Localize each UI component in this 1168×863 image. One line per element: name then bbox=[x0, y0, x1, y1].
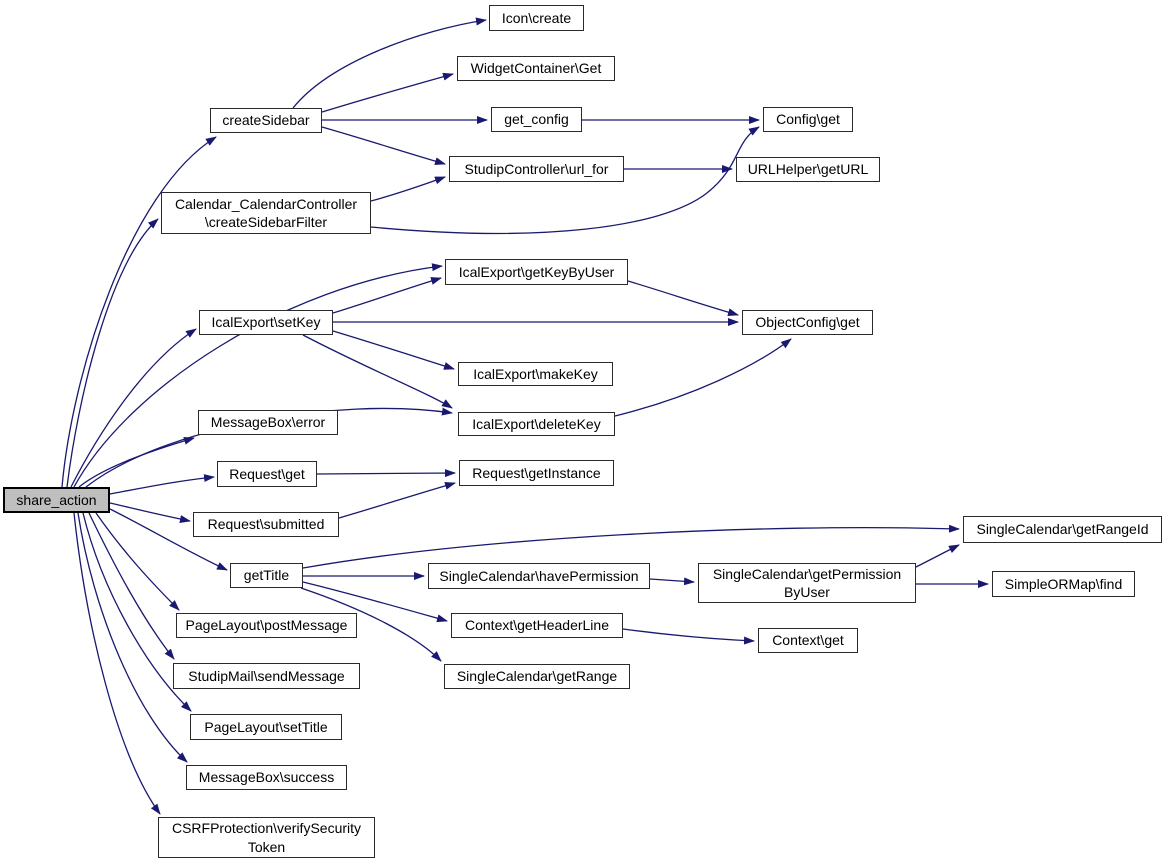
node-label: Request\get bbox=[229, 465, 305, 482]
edge-ical-set-key-to-ical-delete-key bbox=[302, 334, 453, 409]
edge-get-permission-by-user-to-get-range-id bbox=[915, 544, 960, 568]
edge-share-action-to-page-layout-post-message bbox=[95, 512, 180, 611]
node-label: StudipMail\sendMessage bbox=[188, 667, 345, 684]
edge-get-title-to-get-range bbox=[300, 587, 442, 662]
node-label: SingleCalendar\getRangeId bbox=[976, 521, 1149, 538]
edge-share-action-to-messagebox-error bbox=[78, 436, 195, 488]
node-config-get[interactable]: Config\get bbox=[763, 107, 853, 132]
node-share-action[interactable]: share_action bbox=[3, 487, 110, 513]
node-studip-mail-send-message[interactable]: StudipMail\sendMessage bbox=[173, 663, 360, 689]
node-label: SingleCalendar\havePermission bbox=[439, 567, 639, 584]
node-context-get-header-line[interactable]: Context\getHeaderLine bbox=[451, 613, 623, 638]
edge-context-get-header-line-to-context-get bbox=[622, 628, 755, 645]
edge-share-action-to-ical-get-key-by-user bbox=[73, 263, 443, 488]
node-request-get-instance[interactable]: Request\getInstance bbox=[459, 460, 614, 486]
node-label: createSidebar bbox=[222, 112, 310, 129]
node-label: CSRFProtection\verifySecurity Token bbox=[171, 820, 362, 855]
edge-request-get-to-request-get-instance bbox=[316, 469, 456, 478]
node-label: IcalExport\setKey bbox=[211, 314, 321, 331]
node-ical-delete-key[interactable]: IcalExport\deleteKey bbox=[458, 412, 615, 436]
node-label: MessageBox\error bbox=[210, 414, 326, 431]
edge-share-action-to-messagebox-success bbox=[77, 512, 188, 763]
node-widget-container-get[interactable]: WidgetContainer\Get bbox=[457, 56, 615, 81]
edge-share-action-to-request-submitted bbox=[109, 502, 191, 523]
node-create-sidebar-filter[interactable]: Calendar_CalendarController \createSideb… bbox=[161, 192, 371, 234]
node-messagebox-error[interactable]: MessageBox\error bbox=[198, 410, 338, 435]
edge-have-permission-to-get-permission-by-user bbox=[649, 577, 695, 586]
node-label: Icon\create bbox=[501, 9, 572, 26]
edge-share-action-to-create-sidebar bbox=[61, 136, 217, 488]
node-label: share_action bbox=[16, 491, 97, 508]
node-simple-ormap-find[interactable]: SimpleORMap\find bbox=[992, 571, 1135, 597]
edge-get-title-to-context-get-header-line bbox=[302, 581, 448, 623]
node-label: PageLayout\postMessage bbox=[185, 617, 348, 634]
edge-share-action-to-studip-mail-send-message bbox=[88, 512, 175, 660]
node-get-range-id[interactable]: SingleCalendar\getRangeId bbox=[963, 516, 1162, 543]
edge-share-action-to-ical-set-key bbox=[70, 328, 197, 488]
edge-ical-set-key-to-ical-get-key-by-user bbox=[332, 277, 442, 314]
edge-get-title-to-get-range-id bbox=[302, 524, 960, 569]
node-label: Config\get bbox=[776, 111, 840, 128]
edge-request-submitted-to-request-get-instance bbox=[338, 481, 456, 519]
node-label: IcalExport\getKeyByUser bbox=[458, 263, 615, 280]
edge-create-sidebar-to-icon-create bbox=[292, 17, 487, 109]
edge-share-action-to-request-get bbox=[109, 474, 215, 495]
edge-ical-set-key-to-ical-make-key bbox=[332, 330, 455, 370]
edge-ical-delete-key-to-object-config-get bbox=[614, 338, 792, 417]
node-request-submitted[interactable]: Request\submitted bbox=[193, 512, 339, 537]
edge-create-sidebar-filter-to-config-get bbox=[370, 126, 760, 235]
node-context-get[interactable]: Context\get bbox=[758, 628, 858, 653]
node-studip-controller-url-for[interactable]: StudipController\url_for bbox=[449, 156, 624, 182]
edge-ical-get-key-by-user-to-object-config-get bbox=[627, 280, 739, 317]
node-label: getTitle bbox=[243, 567, 290, 584]
node-ical-make-key[interactable]: IcalExport\makeKey bbox=[458, 362, 613, 386]
node-page-layout-set-title[interactable]: PageLayout\setTitle bbox=[190, 714, 342, 740]
node-request-get[interactable]: Request\get bbox=[217, 461, 317, 487]
node-label: WidgetContainer\Get bbox=[470, 60, 602, 77]
node-have-permission[interactable]: SingleCalendar\havePermission bbox=[428, 563, 650, 589]
node-get-config[interactable]: get_config bbox=[491, 107, 582, 132]
node-ical-set-key[interactable]: IcalExport\setKey bbox=[199, 310, 333, 335]
edge-create-sidebar-to-studip-controller-url-for bbox=[321, 126, 446, 166]
node-label: get_config bbox=[504, 111, 569, 128]
node-label: SingleCalendar\getRange bbox=[456, 668, 618, 685]
node-create-sidebar[interactable]: createSidebar bbox=[210, 108, 322, 133]
node-label: SimpleORMap\find bbox=[1004, 575, 1123, 592]
node-label: MessageBox\success bbox=[198, 769, 335, 786]
node-label: Request\getInstance bbox=[472, 464, 601, 481]
edge-share-action-to-page-layout-set-title bbox=[82, 512, 192, 712]
node-get-permission-by-user[interactable]: SingleCalendar\getPermission ByUser bbox=[698, 563, 916, 603]
edge-share-action-to-csrf-verify-security-token bbox=[73, 512, 161, 815]
edge-create-sidebar-filter-to-studip-controller-url-for bbox=[370, 176, 446, 202]
node-label: Request\submitted bbox=[207, 516, 325, 533]
node-label: Context\get bbox=[772, 632, 844, 649]
node-page-layout-post-message[interactable]: PageLayout\postMessage bbox=[176, 613, 357, 638]
node-label: URLHelper\getURL bbox=[747, 161, 869, 178]
node-csrf-verify-security-token[interactable]: CSRFProtection\verifySecurity Token bbox=[158, 817, 375, 858]
node-label: IcalExport\makeKey bbox=[473, 365, 598, 382]
node-label: ObjectConfig\get bbox=[755, 314, 860, 331]
node-ical-get-key-by-user[interactable]: IcalExport\getKeyByUser bbox=[445, 259, 628, 285]
edge-share-action-to-get-title bbox=[109, 508, 228, 571]
node-get-range[interactable]: SingleCalendar\getRange bbox=[444, 664, 630, 689]
node-label: Context\getHeaderLine bbox=[465, 617, 609, 634]
node-messagebox-success[interactable]: MessageBox\success bbox=[186, 765, 347, 790]
node-icon-create[interactable]: Icon\create bbox=[489, 5, 584, 31]
node-label: Calendar_CalendarController \createSideb… bbox=[174, 195, 358, 230]
edge-create-sidebar-to-widget-container-get bbox=[321, 72, 454, 113]
node-get-title[interactable]: getTitle bbox=[230, 563, 303, 588]
node-object-config-get[interactable]: ObjectConfig\get bbox=[742, 310, 873, 335]
node-urlhelper-geturl[interactable]: URLHelper\getURL bbox=[736, 157, 880, 182]
node-label: StudipController\url_for bbox=[464, 160, 609, 177]
node-label: PageLayout\setTitle bbox=[204, 718, 328, 735]
edge-share-action-to-create-sidebar-filter bbox=[66, 218, 159, 488]
node-label: SingleCalendar\getPermission ByUser bbox=[712, 565, 902, 600]
node-label: IcalExport\deleteKey bbox=[472, 415, 601, 432]
